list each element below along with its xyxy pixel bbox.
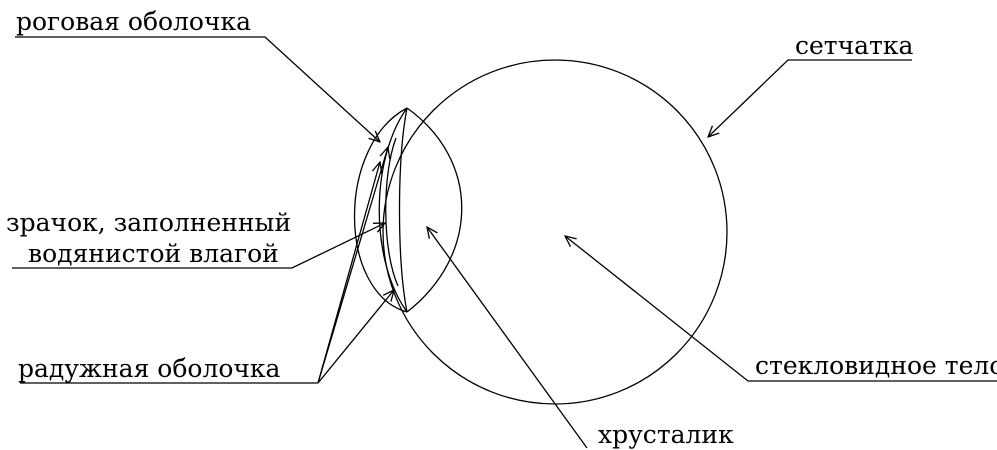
label-pupil-line1: зрачок, заполненный	[6, 210, 291, 235]
iris-leader-2	[318, 162, 380, 383]
pupil-boundary	[400, 108, 408, 312]
lens-outline	[407, 108, 462, 312]
label-iris: радужная оболочка	[18, 356, 280, 381]
lens-leader	[427, 227, 587, 448]
label-vitreous: стекловидное тело	[755, 353, 997, 378]
iris-inner-curve	[386, 138, 398, 286]
label-cornea: роговая оболочка	[16, 9, 251, 34]
label-pupil-line2: водянистой влагой	[28, 241, 279, 266]
retina-leader	[708, 60, 912, 137]
label-retina: сетчатка	[795, 33, 913, 58]
label-lens: хрусталик	[598, 422, 734, 447]
cornea-leader	[15, 37, 380, 142]
eyeball-outline	[383, 60, 727, 404]
iris-leader-3	[318, 290, 394, 383]
